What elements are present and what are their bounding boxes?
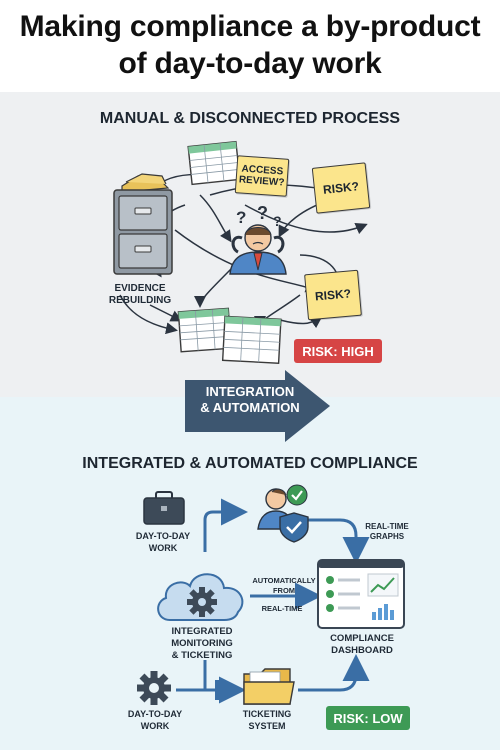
ticketing-system-label: TICKETING SYSTEM — [222, 708, 312, 732]
confusion-mark-1: ? — [236, 208, 247, 227]
manual-process-heading: MANUAL & DISCONNECTED PROCESS — [99, 110, 401, 127]
automation-flow-arrows — [203, 498, 370, 704]
graphs-line-1: REAL-TIME — [365, 522, 409, 531]
day-work-top-line-2: WORK — [148, 543, 178, 553]
ticketing-line-2: SYSTEM — [248, 721, 286, 731]
day-to-day-work-bottom-label: DAY-TO-DAY WORK — [112, 708, 198, 732]
monitoring-line-3: & TICKETING — [171, 650, 233, 661]
day-work-bottom-line-1: DAY-TO-DAY — [127, 709, 183, 719]
transition-arrow-shape — [185, 370, 330, 442]
page-title: Making compliance a by-product of day-to… — [0, 8, 500, 82]
monitoring-line-2: MONITORING — [171, 638, 233, 649]
real-time-graphs-label: REAL-TIME GRAPHS — [352, 522, 422, 542]
verified-user-icon — [257, 488, 309, 543]
compliance-dashboard-label: COMPLIANCE DASHBOARD — [312, 633, 412, 657]
monitoring-line-1: INTEGRATED — [171, 626, 233, 637]
day-work-bottom-line-2: WORK — [140, 721, 170, 731]
gear-icon — [137, 671, 171, 705]
risk-note-top: RISK? — [311, 162, 371, 214]
dashboard-line-1: COMPLIANCE — [330, 633, 394, 644]
auto-line-2: FROM — [272, 586, 296, 595]
title-line-1: Making compliance a by-product — [19, 10, 481, 43]
evidence-rebuilding-label: EVIDENCE REBUILDING — [95, 283, 185, 307]
ticketing-line-1: TICKETING — [242, 709, 292, 719]
risk-low-badge: RISK: LOW — [326, 706, 410, 730]
spreadsheet-icon — [187, 140, 241, 186]
confusion-mark-3: ? — [273, 213, 282, 229]
integrated-monitoring-label: INTEGRATED MONITORING & TICKETING — [150, 626, 254, 662]
stacked-spreadsheets-icon — [177, 307, 282, 364]
transition-line-2: & AUTOMATION — [200, 400, 300, 415]
evidence-label-line-2: REBUILDING — [108, 295, 172, 306]
access-review-line-2: REVIEW? — [238, 174, 285, 189]
automated-compliance-heading: INTEGRATED & AUTOMATED COMPLIANCE — [82, 455, 418, 472]
transition-line-1: INTEGRATION — [205, 384, 295, 399]
risk-note-top-label: RISK? — [322, 179, 360, 197]
access-review-note: ACCESS REVIEW? — [234, 155, 290, 197]
graphs-line-2: GRAPHS — [369, 532, 405, 541]
day-to-day-work-top-label: DAY-TO-DAY WORK — [120, 530, 206, 554]
automatically-from-label: AUTOMATICALLY FROM — [246, 576, 322, 596]
evidence-label-line-1: EVIDENCE — [114, 283, 166, 294]
day-work-top-line-1: DAY-TO-DAY — [135, 531, 191, 541]
dashboard-icon — [317, 559, 405, 629]
risk-note-bottom-label: RISK? — [314, 286, 352, 304]
gear-to-folder-arrow — [176, 680, 242, 700]
risk-high-badge: RISK: HIGH — [294, 339, 382, 363]
risk-note-bottom: RISK? — [304, 269, 362, 321]
stressed-person-icon — [229, 224, 287, 275]
transition-arrow-label: INTEGRATION & AUTOMATION — [190, 384, 310, 416]
check-circle-icon — [286, 484, 308, 506]
auto-line-1: AUTOMATICALLY — [252, 576, 316, 585]
filing-cabinet-icon — [113, 173, 173, 275]
briefcase-icon — [143, 491, 185, 525]
title-line-2: of day-to-day work — [118, 47, 382, 80]
folder-icon — [243, 668, 295, 705]
dashboard-line-2: DASHBOARD — [331, 645, 393, 656]
confusion-mark-2: ? — [257, 203, 268, 223]
cloud-gear-icon — [157, 573, 244, 621]
real-time-label: REAL-TIME — [261, 604, 303, 613]
